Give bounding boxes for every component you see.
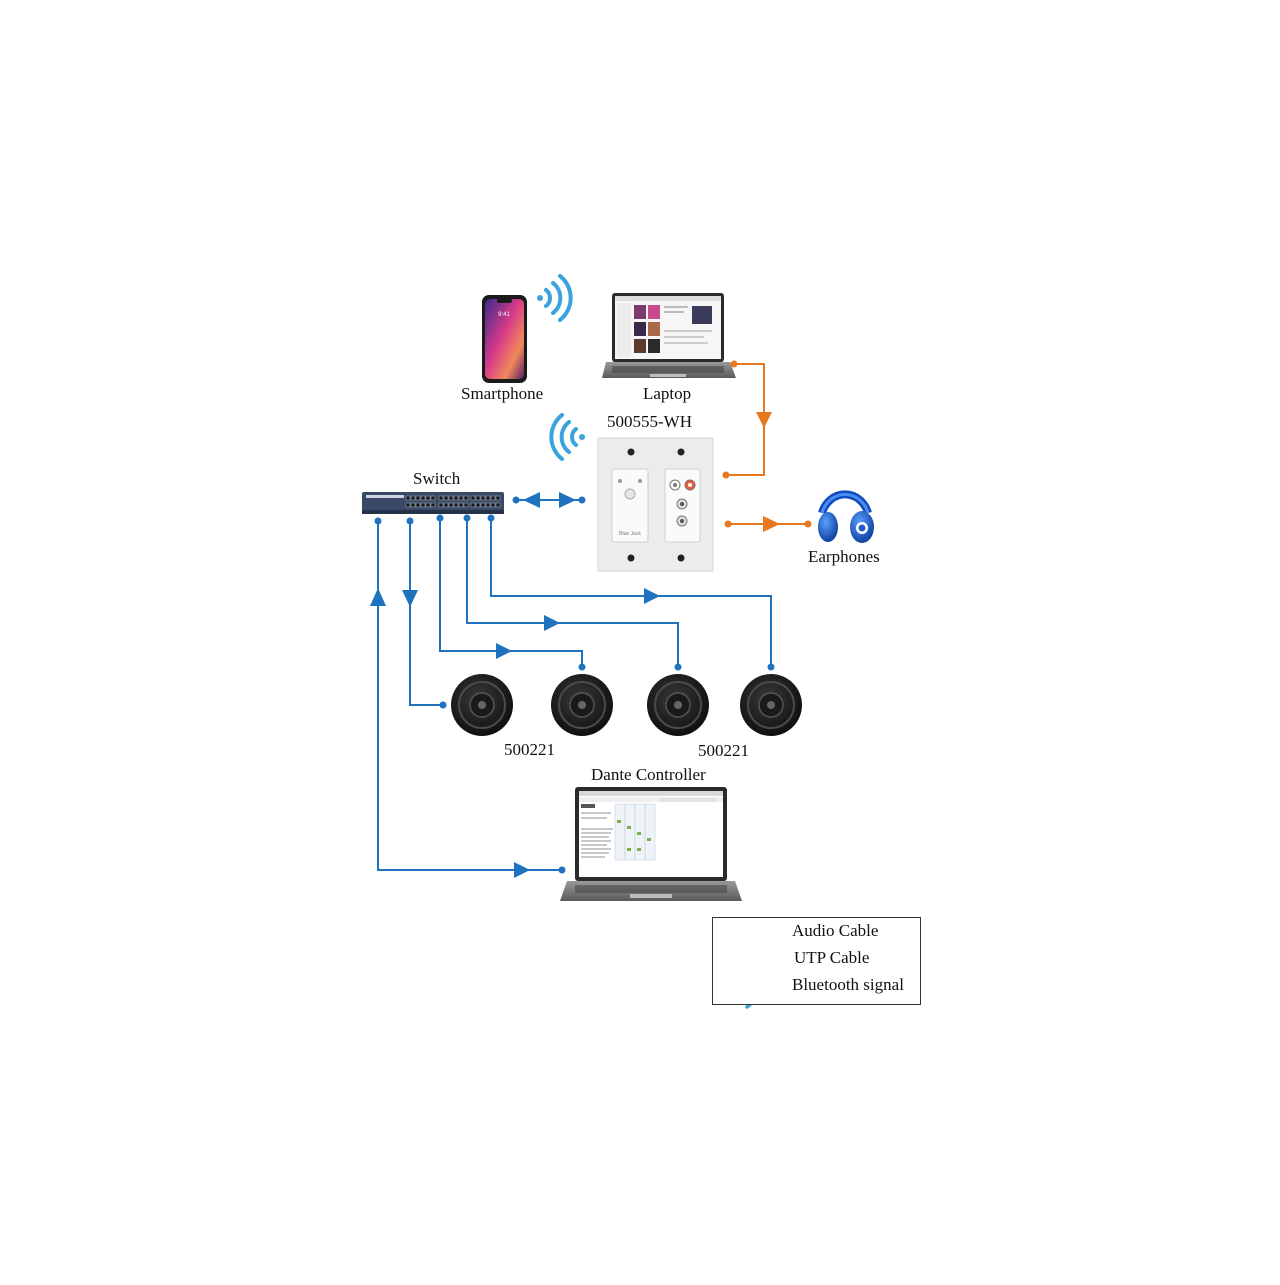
legend-box: Audio Cable UTP Cable Bluetooth signal: [712, 917, 921, 1005]
utp-switch-to-speaker-2: [439, 518, 583, 667]
legend-bluetooth-label: Bluetooth signal: [792, 975, 904, 994]
wallplate-device: Blue Jack: [597, 437, 714, 572]
wifi-signal-icon: [537, 274, 573, 322]
utp-switch-to-speaker-4: [490, 518, 772, 667]
arrow-right-speaker-2: [496, 643, 512, 659]
wifi-signal-icon: [549, 413, 585, 461]
utp-dots: [374, 496, 775, 874]
arrow-down-audio: [756, 412, 772, 428]
utp-switch-to-dante: [377, 521, 562, 871]
label-smartphone: Smartphone: [461, 384, 544, 403]
network-switch-device: [362, 492, 504, 514]
ceiling-speaker-2: [551, 674, 613, 736]
svg-text:Blue Jack: Blue Jack: [619, 531, 641, 537]
audio-laptop-to-wallplate: [726, 363, 765, 476]
arrow-right-speaker-4: [644, 588, 660, 604]
legend-utp-label: UTP Cable: [794, 948, 870, 967]
ceiling-speaker-3: [647, 674, 709, 736]
arrow-right-dante: [514, 862, 530, 878]
arrow-left-wallplate: [523, 492, 540, 508]
arrow-down-speaker-1: [402, 590, 418, 607]
label-laptop: Laptop: [643, 384, 692, 403]
label-earphones: Earphones: [808, 547, 880, 566]
label-wallplate-model: 500555-WH: [607, 412, 692, 431]
ceiling-speaker-4: [740, 674, 802, 736]
laptop-device: [602, 293, 736, 378]
label-switch: Switch: [413, 469, 461, 488]
dante-laptop-device: [560, 787, 742, 901]
headphones-icon: [818, 490, 874, 543]
svg-text:9:41: 9:41: [498, 312, 510, 318]
smartphone-device: 9:41: [482, 295, 527, 383]
label-speaker-group-left: 500221: [504, 740, 555, 759]
audio-dots: [722, 360, 812, 532]
arrow-up-dante: [370, 588, 386, 606]
arrow-right-speaker-3: [544, 615, 560, 631]
legend-audio-label: Audio Cable: [792, 921, 879, 940]
arrow-right-wallplate: [559, 492, 576, 508]
utp-switch-to-speaker-1: [409, 521, 443, 706]
utp-arrows: [370, 492, 660, 878]
label-dante-controller: Dante Controller: [591, 765, 706, 784]
label-speaker-group-right: 500221: [698, 741, 749, 760]
audio-cables: [726, 363, 808, 525]
arrow-right-audio: [763, 516, 780, 532]
ceiling-speaker-1: [451, 674, 513, 736]
utp-switch-to-speaker-3: [466, 518, 679, 667]
